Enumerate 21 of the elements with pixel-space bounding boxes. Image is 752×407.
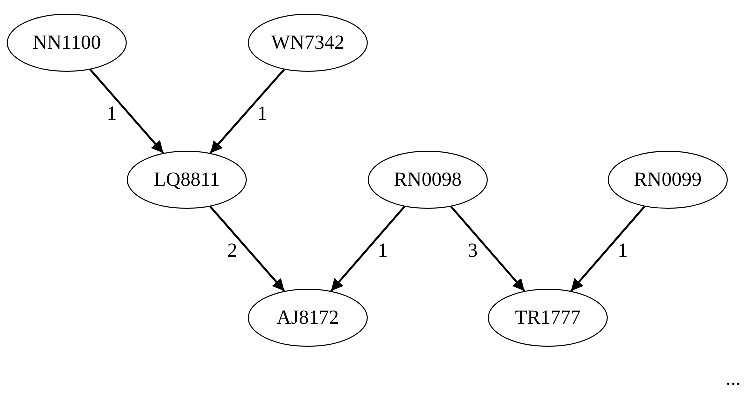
node-label: NN1100 xyxy=(32,32,102,54)
arrow xyxy=(450,206,526,292)
ellipse-node xyxy=(608,151,728,209)
ellipse-node xyxy=(248,289,368,347)
node-label: RN0099 xyxy=(634,168,702,192)
arrow xyxy=(330,206,406,292)
ellipse-node xyxy=(248,14,368,72)
node-label: AJ8172 xyxy=(276,306,340,330)
ellipse-node xyxy=(368,151,488,209)
node-label: TR1777 xyxy=(515,306,581,330)
node-label: WN7342 xyxy=(271,32,345,54)
ellipse-node xyxy=(488,289,608,347)
arrow xyxy=(210,206,286,292)
node-label: LQ8811 xyxy=(154,168,220,192)
arrow xyxy=(210,69,286,154)
ellipse-node xyxy=(127,151,247,209)
node-label: RN0098 xyxy=(394,168,462,192)
ellipsis-note: ... xyxy=(726,368,741,391)
ellipse-node xyxy=(7,14,127,72)
arrow xyxy=(90,69,164,154)
arrow xyxy=(570,206,646,292)
